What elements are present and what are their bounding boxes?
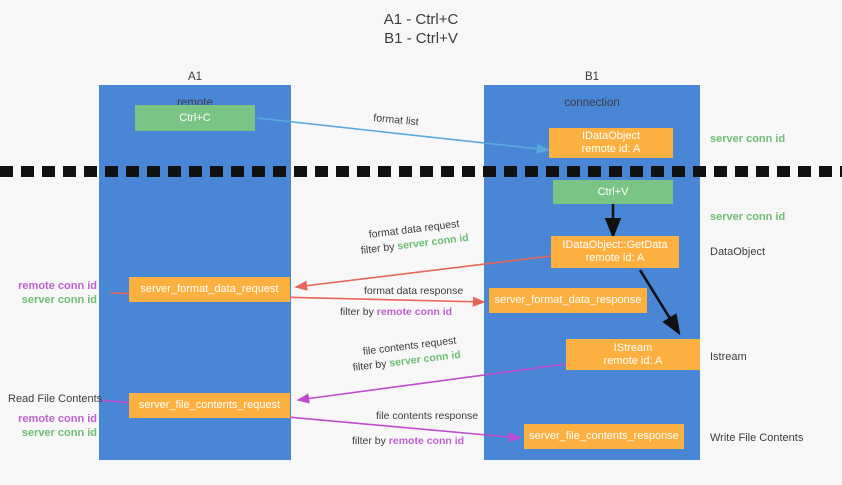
left-label-conn-ids-bottom: remote conn id server conn id	[0, 412, 97, 440]
column-header-b1-sub: connection	[564, 97, 620, 109]
right-label-dataobject: DataObject	[710, 246, 766, 258]
label-file-contents-response-filter: filter by remote conn id	[352, 434, 464, 448]
right-label-istream: Istream	[710, 351, 747, 363]
box-ctrl-c[interactable]: Ctrl+C	[135, 105, 255, 131]
filter-prefix: filter by	[340, 306, 377, 318]
column-header-b1: B1 connection	[522, 58, 662, 110]
box-server-file-contents-request[interactable]: server_file_contents_request	[129, 393, 290, 418]
filter-prefix: filter by	[360, 240, 399, 257]
column-header-b1-name: B1	[584, 71, 600, 83]
box-getdata[interactable]: IDataObject::GetData remote id: A	[551, 236, 679, 268]
filter-prefix: filter by	[352, 357, 391, 374]
label-format-data-response-filter: filter by remote conn id	[340, 305, 452, 319]
box-istream[interactable]: IStream remote id: A	[566, 339, 700, 370]
left-label-conn-ids-top: remote conn id server conn id	[0, 279, 97, 307]
right-label-write-file-contents: Write File Contents	[710, 432, 804, 444]
filter-value-remote-conn-id: remote conn id	[376, 306, 453, 318]
left-label-remote-conn-id-2: remote conn id	[18, 413, 97, 425]
left-label-remote-conn-id-1: remote conn id	[18, 280, 97, 292]
box-server-format-data-request[interactable]: server_format_data_request	[129, 277, 290, 302]
label-file-contents-response: file contents response	[376, 410, 479, 422]
right-label-server-conn-id-top: server conn id	[710, 133, 786, 145]
left-label-read-file-contents: Read File Contents	[8, 393, 103, 405]
box-server-format-data-response[interactable]: server_format_data_response	[489, 288, 647, 313]
box-server-file-contents-response[interactable]: server_file_contents_response	[524, 424, 684, 449]
right-label-server-conn-id-second: server conn id	[710, 211, 786, 223]
box-idataobject[interactable]: IDataObject remote id: A	[549, 128, 673, 158]
column-header-a1-name: A1	[187, 71, 203, 83]
box-ctrl-v[interactable]: Ctrl+V	[553, 180, 673, 204]
filter-prefix: filter by	[352, 435, 389, 447]
filter-value-remote-conn-id: remote conn id	[388, 435, 465, 447]
phase-divider	[0, 166, 842, 177]
label-format-list: format list	[372, 111, 420, 129]
left-label-server-conn-id-1: server conn id	[21, 294, 97, 306]
page-title: A1 - Ctrl+C B1 - Ctrl+V	[383, 11, 459, 47]
left-label-server-conn-id-2: server conn id	[21, 427, 97, 439]
column-header-a1: A1 remote	[125, 58, 265, 110]
label-format-data-response: format data response	[364, 285, 464, 297]
